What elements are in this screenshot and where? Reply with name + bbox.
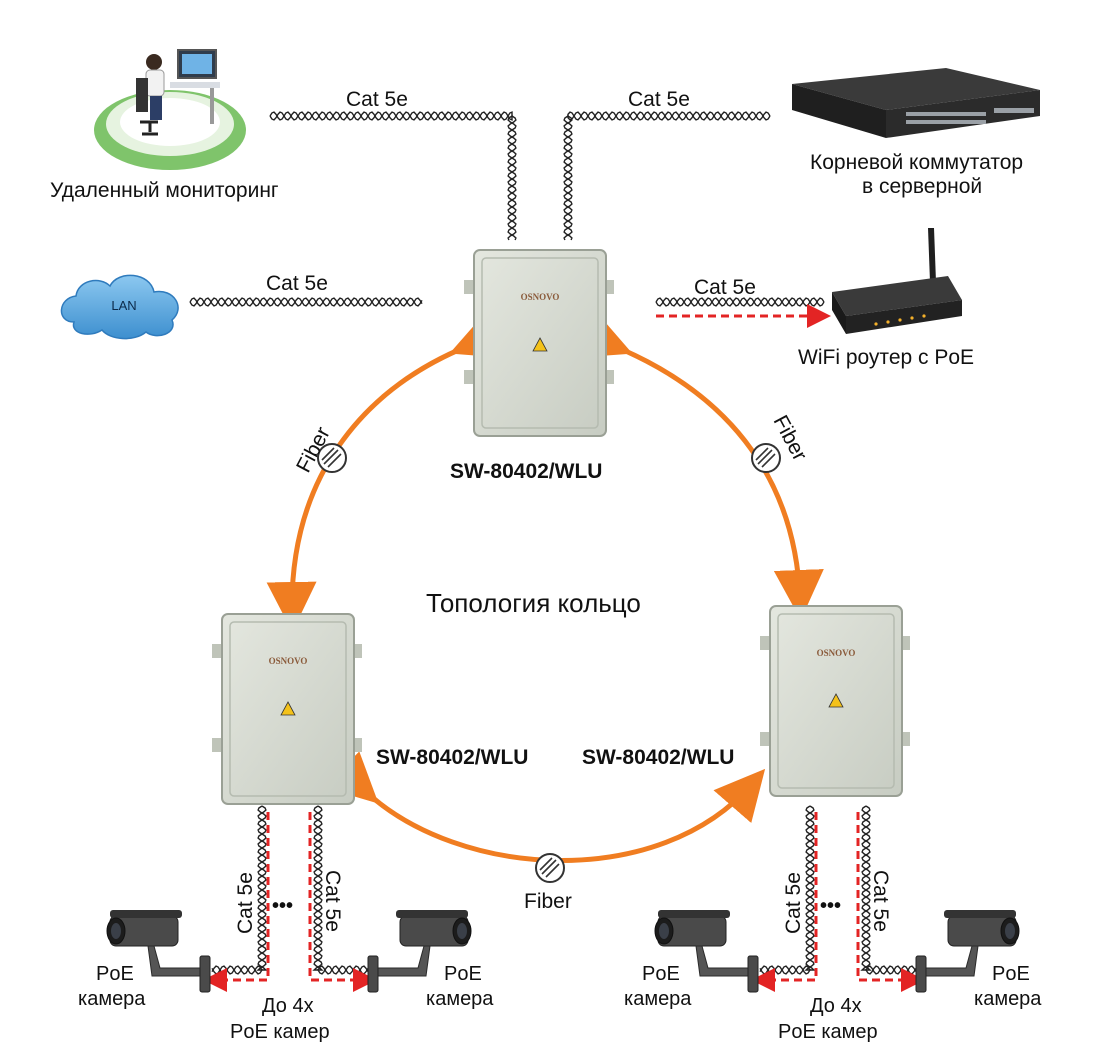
cable-group xyxy=(189,111,917,975)
cable-root-switch xyxy=(563,111,771,241)
fiber-label-bottom: Fiber xyxy=(524,890,572,913)
lan-label: LAN xyxy=(111,298,136,313)
cable-lan xyxy=(189,297,423,307)
poe-line-left-1 xyxy=(203,812,270,992)
poe-camera-left-1 xyxy=(106,910,211,993)
max-cameras-label-left-line1: До 4х xyxy=(262,995,314,1017)
cable-strand xyxy=(563,111,771,241)
warning-icon xyxy=(828,693,844,708)
more-cameras-ellipsis-left: ••• xyxy=(272,895,293,917)
brand-label: OSNOVO xyxy=(521,292,560,302)
cable-strand xyxy=(189,297,423,307)
fiber-connector-icon xyxy=(535,853,565,883)
cable-label-monitoring: Cat 5e xyxy=(346,88,408,111)
max-cameras-label-left-line2: PoE камер xyxy=(230,1021,330,1043)
cable-strand xyxy=(269,111,517,241)
switch-enclosure-top: OSNOVO xyxy=(464,249,614,437)
cable-router xyxy=(655,297,825,307)
cable-strand xyxy=(211,805,267,975)
lan-cloud-icon: LAN xyxy=(60,274,179,340)
remote-monitoring-label: Удаленный мониторинг xyxy=(50,179,279,202)
cable-strand xyxy=(860,805,917,975)
poe-camera-right-2 xyxy=(915,910,1020,993)
cable-label-router: Cat 5e xyxy=(694,276,756,299)
camera-label-l2-line1: PoE xyxy=(444,963,482,985)
fiber-link-bottom xyxy=(325,751,766,863)
cable-strand xyxy=(759,805,815,975)
switch-enclosure-right: OSNOVO xyxy=(760,605,910,797)
fiber-link-top-right xyxy=(576,311,824,620)
cable-cam-left-2 xyxy=(312,805,369,975)
camera-label-r1-line2: камера xyxy=(624,988,692,1010)
remote-monitoring-icon xyxy=(94,49,246,170)
brand-label: OSNOVO xyxy=(269,656,308,666)
root-switch-label-line1: Корневой коммутатор xyxy=(810,151,1023,174)
cable-cam-left-1 xyxy=(211,805,268,975)
cable-cam-right-2 xyxy=(860,805,917,975)
camera-label-r1-line1: PoE xyxy=(642,963,680,985)
cable-label-cam-right-1: Cat 5e xyxy=(782,872,805,934)
root-switch-icon xyxy=(792,68,1040,138)
cable-label-cam-right-2: Cat 5e xyxy=(869,870,892,932)
camera-label-l1-line2: камера xyxy=(78,988,146,1010)
switch-label-top: SW-80402/WLU xyxy=(450,460,602,483)
cable-label-cam-left-2: Cat 5e xyxy=(321,870,344,932)
fiber-connector-icon xyxy=(317,443,347,473)
cable-label-lan: Cat 5e xyxy=(266,272,328,295)
switch-enclosure-left: OSNOVO xyxy=(212,613,362,805)
cable-strand xyxy=(269,111,517,241)
brand-label: OSNOVO xyxy=(817,648,856,658)
camera-label-r2-line2: камера xyxy=(974,988,1042,1010)
topology-label: Топология кольцо xyxy=(426,588,641,618)
camera-group xyxy=(106,910,1020,993)
fiber-ring: Fiber Fiber Fiber xyxy=(266,311,824,913)
warning-icon xyxy=(280,701,296,716)
fiber-link-top-left xyxy=(266,311,506,632)
poe-line-right-2 xyxy=(856,812,925,992)
switch-label-right: SW-80402/WLU xyxy=(582,746,734,769)
cable-label-cam-left-1: Cat 5e xyxy=(234,872,257,934)
cable-cam-right-1 xyxy=(759,805,816,975)
cable-strand xyxy=(563,111,771,241)
poe-line-left-2 xyxy=(308,812,377,992)
cable-strand xyxy=(655,297,825,307)
switch-label-left: SW-80402/WLU xyxy=(376,746,528,769)
cable-strand xyxy=(189,297,423,307)
poe-camera-left-2 xyxy=(367,910,472,993)
switch-ports xyxy=(906,108,1034,124)
camera-label-r2-line1: PoE xyxy=(992,963,1030,985)
cable-label-root-switch: Cat 5e xyxy=(628,88,690,111)
max-cameras-label-right-line1: До 4х xyxy=(810,995,862,1017)
camera-label-l1-line1: PoE xyxy=(96,963,134,985)
max-cameras-label-right-line2: PoE камер xyxy=(778,1021,878,1043)
poe-camera-right-1 xyxy=(654,910,759,993)
more-cameras-ellipsis-right: ••• xyxy=(820,895,841,917)
cable-monitoring xyxy=(269,111,517,241)
cable-strand xyxy=(312,805,369,975)
poe-line-right-1 xyxy=(751,812,818,992)
wifi-router-icon xyxy=(832,228,962,334)
wifi-router-label: WiFi роутер с PoE xyxy=(798,346,974,369)
poe-power-lines xyxy=(203,304,925,992)
fiber-connector-icon xyxy=(751,443,781,473)
root-switch-label-line2: в серверной xyxy=(862,175,982,198)
camera-label-l2-line2: камера xyxy=(426,988,494,1010)
warning-icon xyxy=(532,337,548,352)
